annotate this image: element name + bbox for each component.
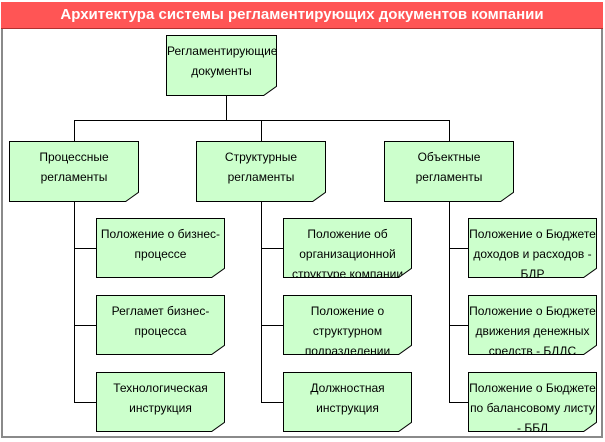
child-trunk — [74, 202, 75, 402]
document-box: Положение о структурном подразделении — [283, 295, 412, 355]
document-box: Положение о бизнес-процессе — [96, 218, 225, 278]
document-box: Положение о Бюджете доходов и расходов -… — [468, 218, 597, 278]
child-connector — [74, 402, 96, 403]
page-fold-icon — [263, 86, 277, 96]
group-connector — [261, 120, 262, 141]
level-connector — [74, 120, 450, 121]
child-connector — [261, 248, 283, 249]
child-connector — [74, 248, 96, 249]
child-connector — [449, 325, 468, 326]
page-fold-icon — [125, 192, 139, 202]
document-box: Положение о Бюджете движения денежных ср… — [468, 295, 597, 355]
group-box: Объектные регламенты — [384, 141, 514, 202]
root-box: Регламентирующие документы — [166, 35, 277, 96]
root-connector — [226, 96, 227, 120]
document-box: Технологическая инструкция — [96, 372, 225, 432]
document-box: Регламет бизнес-процесса — [96, 295, 225, 355]
child-connector — [261, 402, 283, 403]
page-fold-icon — [398, 345, 412, 355]
group-box: Структурные регламенты — [196, 141, 326, 202]
child-trunk — [449, 202, 450, 402]
child-connector — [261, 325, 283, 326]
group-box: Процессные регламенты — [9, 141, 139, 202]
page-fold-icon — [211, 422, 225, 432]
child-trunk — [261, 202, 262, 402]
page-fold-icon — [398, 268, 412, 278]
child-connector — [449, 248, 468, 249]
document-box: Положение об организационной структуре к… — [283, 218, 412, 278]
group-connector — [449, 120, 450, 141]
page-fold-icon — [211, 345, 225, 355]
child-connector — [449, 402, 468, 403]
document-box: Положение о Бюджете по балансовому листу… — [468, 372, 597, 432]
diagram-title: Архитектура системы регламентирующих док… — [1, 2, 603, 29]
group-connector — [74, 120, 75, 141]
page-fold-icon — [312, 192, 326, 202]
page-fold-icon — [583, 268, 597, 278]
page-fold-icon — [500, 192, 514, 202]
page-fold-icon — [583, 345, 597, 355]
page-fold-icon — [583, 422, 597, 432]
document-box: Должностная инструкция — [283, 372, 412, 432]
page-fold-icon — [211, 268, 225, 278]
page-fold-icon — [398, 422, 412, 432]
child-connector — [74, 325, 96, 326]
